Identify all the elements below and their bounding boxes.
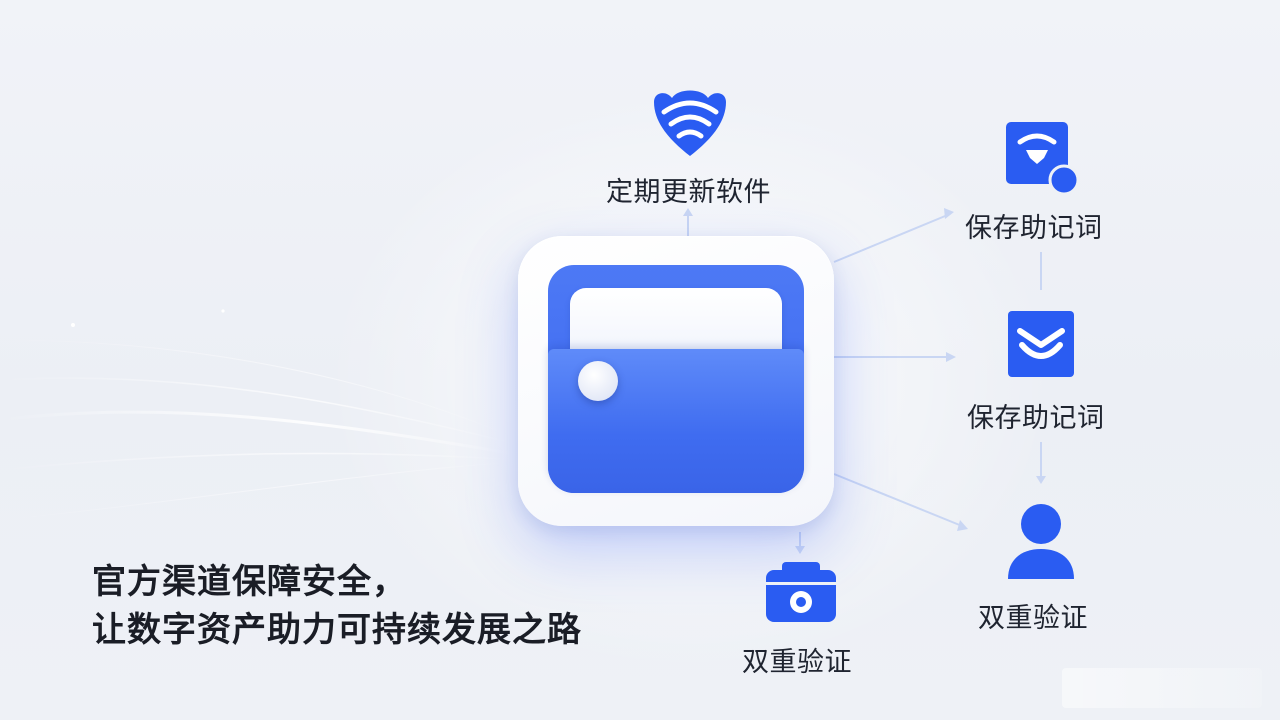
shield-badge-icon xyxy=(1006,122,1080,196)
node-label-backup-mid: 保存助记词 xyxy=(967,403,1105,434)
shield-wifi-icon xyxy=(654,90,726,156)
shield-chevron-icon xyxy=(1008,311,1074,377)
watermark xyxy=(1062,668,1262,708)
node-label-update: 定期更新软件 xyxy=(606,177,771,208)
headline-line-1: 官方渠道保障安全， xyxy=(92,562,407,602)
wallet-pocket xyxy=(548,349,804,493)
camera-icon xyxy=(766,562,836,622)
user-icon xyxy=(1008,504,1074,579)
node-label-auth-bottom: 双重验证 xyxy=(742,647,852,678)
wallet-icon xyxy=(518,236,834,526)
node-label-auth-right: 双重验证 xyxy=(978,603,1088,634)
headline-line-2: 让数字资产助力可持续发展之路 xyxy=(92,610,582,650)
wallet-clasp xyxy=(578,361,618,401)
node-label-backup-top: 保存助记词 xyxy=(965,213,1103,244)
